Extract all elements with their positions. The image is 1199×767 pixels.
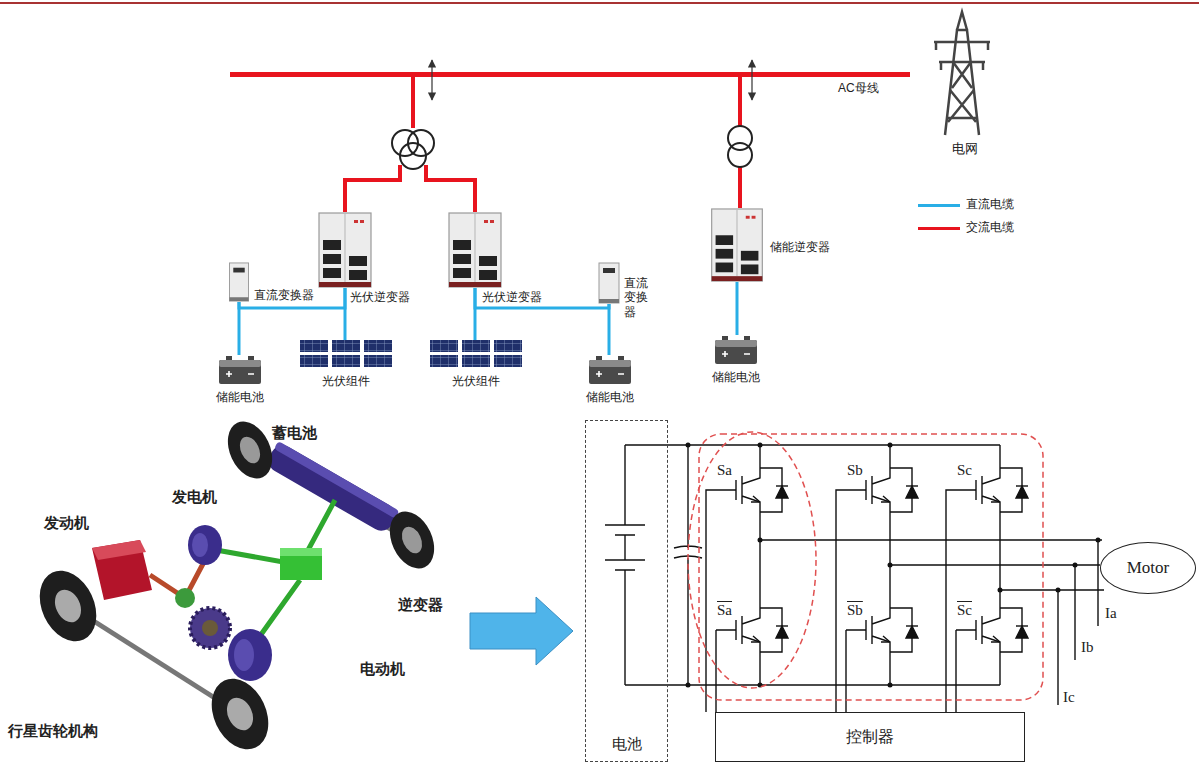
grid-label: 电网 (952, 141, 978, 157)
part-label: 逆变器 (398, 596, 443, 614)
current-label: Ib (1081, 638, 1094, 656)
switch-name: Sa (717, 461, 732, 479)
storage-battery: 储能电池 (218, 355, 262, 385)
switch-name: Sc (957, 461, 972, 479)
node-label: 电池 (612, 735, 642, 753)
node-label: 直流 变换器 (624, 276, 654, 319)
legend-swatch (918, 204, 960, 207)
pv-module: 光伏组件 (430, 340, 522, 368)
node-label: Motor (1127, 558, 1170, 578)
current-label: Ic (1063, 688, 1075, 706)
dc-cable (239, 288, 345, 308)
pv-inverter: 光伏逆变器 (318, 212, 372, 288)
switch-name: Sc (957, 601, 972, 619)
pv-inverter: 光伏逆变器 (448, 212, 502, 288)
node-label: 直流变换器 (254, 288, 314, 302)
node-label: 储能电池 (586, 390, 634, 404)
part-label: 发动机 (44, 514, 89, 532)
dc-converter: 直流 变换器 (598, 262, 620, 304)
dc-cable (238, 302, 241, 355)
part-label: 电动机 (360, 660, 405, 678)
switch-name: Sa (717, 601, 732, 619)
bus-label: AC母线 (838, 81, 879, 95)
storage-inverter: 储能逆变器 (708, 208, 766, 282)
switch-name: Sb (847, 461, 863, 479)
dc-converter: 直流变换器 (228, 262, 250, 302)
part-label: 发电机 (172, 488, 217, 506)
legend-text: 直流电缆 (966, 197, 1014, 211)
pv-module: 光伏组件 (300, 340, 392, 368)
node-label: 储能电池 (712, 370, 760, 384)
dc-cable (608, 304, 611, 355)
node-label: 储能逆变器 (770, 240, 830, 254)
node-label: 光伏组件 (322, 374, 370, 388)
battery-box: 电池 (585, 420, 668, 762)
node-label: 光伏逆变器 (482, 290, 542, 304)
dc-cable (344, 288, 347, 340)
legend-text: 交流电缆 (966, 220, 1014, 234)
storage-battery: 储能电池 (710, 335, 762, 365)
switch-name: Sb (847, 601, 863, 619)
dc-cable (475, 288, 609, 308)
node-label: 控制器 (846, 727, 894, 746)
storage-battery: 储能电池 (588, 355, 632, 385)
controller-box: 控制器 (715, 712, 1025, 762)
node-label: 光伏组件 (452, 374, 500, 388)
motor-circle: Motor (1100, 542, 1196, 594)
legend-swatch (918, 227, 960, 230)
current-label: Ia (1105, 604, 1117, 622)
part-label: 蓄电池 (272, 424, 317, 442)
node-label: 储能电池 (216, 390, 264, 404)
dc-cable (736, 282, 739, 335)
dc-cable (474, 288, 477, 340)
node-label: 光伏逆变器 (350, 290, 410, 304)
part-label: 行星齿轮机构 (8, 722, 98, 740)
